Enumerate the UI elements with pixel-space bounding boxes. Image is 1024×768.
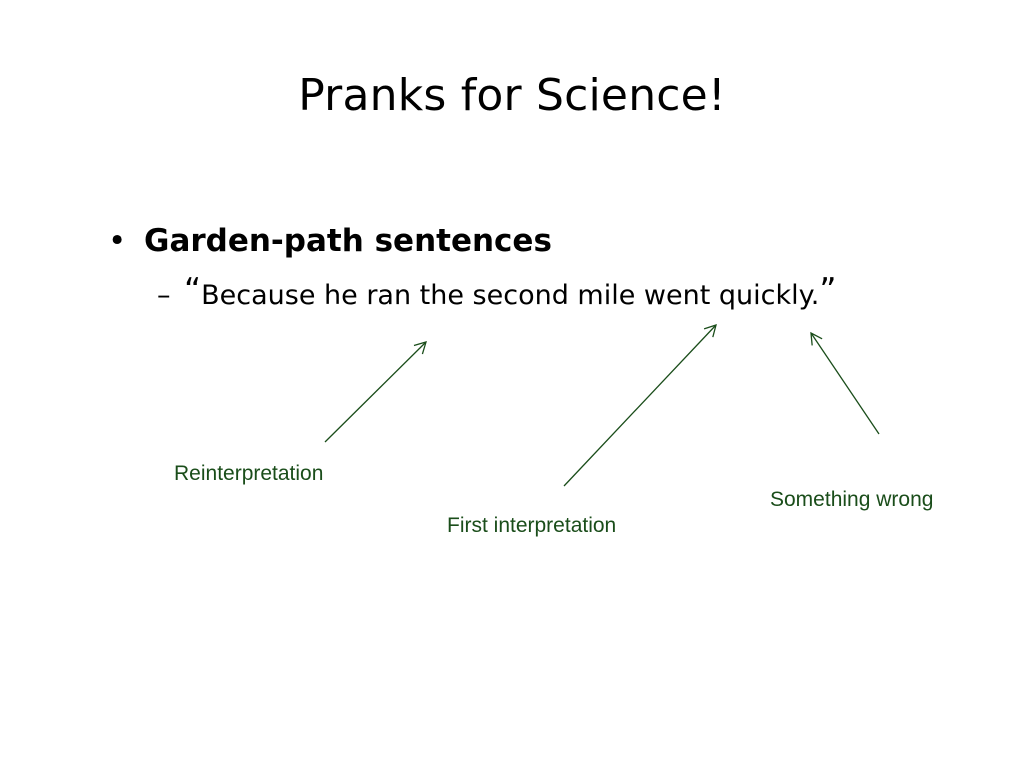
close-quote: ” (819, 270, 837, 309)
slide-title: Pranks for Science! (298, 70, 726, 121)
first-interpretation-arrow (563, 324, 717, 487)
something-wrong-label: Something wrong (770, 488, 934, 511)
first-interpretation-label: First interpretation (447, 514, 617, 537)
bullet-text: Garden-path sentences (144, 223, 552, 259)
reinterpretation-arrow (324, 341, 427, 443)
bullet-item: • Garden-path sentences (108, 218, 552, 264)
open-quote: “ (184, 270, 202, 309)
reinterpretation-label: Reinterpretation (174, 462, 324, 485)
something-wrong-arrow (810, 331, 880, 435)
example-sentence: Because he ran the second mile went quic… (201, 280, 820, 311)
sub-bullet-item: –“Because he ran the second mile went qu… (157, 273, 836, 317)
bullet-marker: • (108, 223, 127, 259)
sub-bullet-marker: – (157, 280, 171, 311)
